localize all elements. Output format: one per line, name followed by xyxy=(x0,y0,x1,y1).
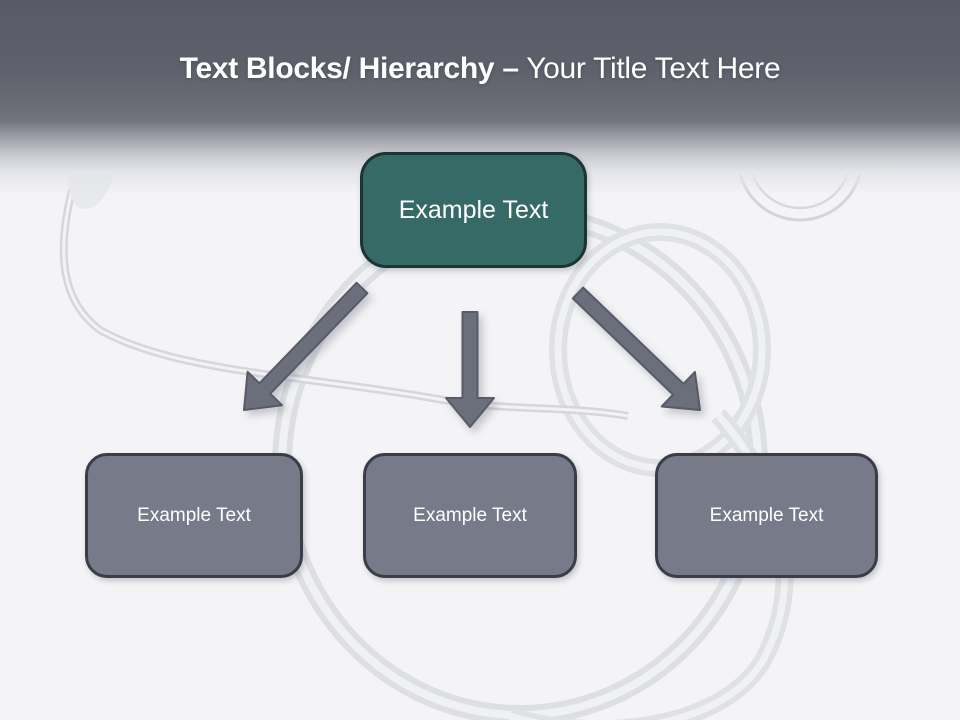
down-right-arrow-icon xyxy=(571,286,701,411)
down-arrow-icon xyxy=(445,311,495,428)
title-bold-text: Text Blocks/ Hierarchy – xyxy=(179,52,519,85)
title-regular-text: Your Title Text Here xyxy=(518,52,781,85)
child-text-block-3-label: Example Text xyxy=(709,504,824,526)
down-left-arrow-icon xyxy=(243,281,369,411)
root-text-block: Example Text xyxy=(360,152,587,268)
slide-title: Text Blocks/ Hierarchy – Your Title Text… xyxy=(0,52,960,86)
child-text-block-3: Example Text xyxy=(655,453,878,578)
stethoscope-metal-tube-highlight xyxy=(62,189,629,418)
child-text-block-1-label: Example Text xyxy=(137,504,251,526)
child-text-block-2-label: Example Text xyxy=(413,504,527,526)
root-text-block-label: Example Text xyxy=(398,195,549,224)
child-text-block-2: Example Text xyxy=(363,453,577,578)
child-text-block-1: Example Text xyxy=(85,453,303,578)
